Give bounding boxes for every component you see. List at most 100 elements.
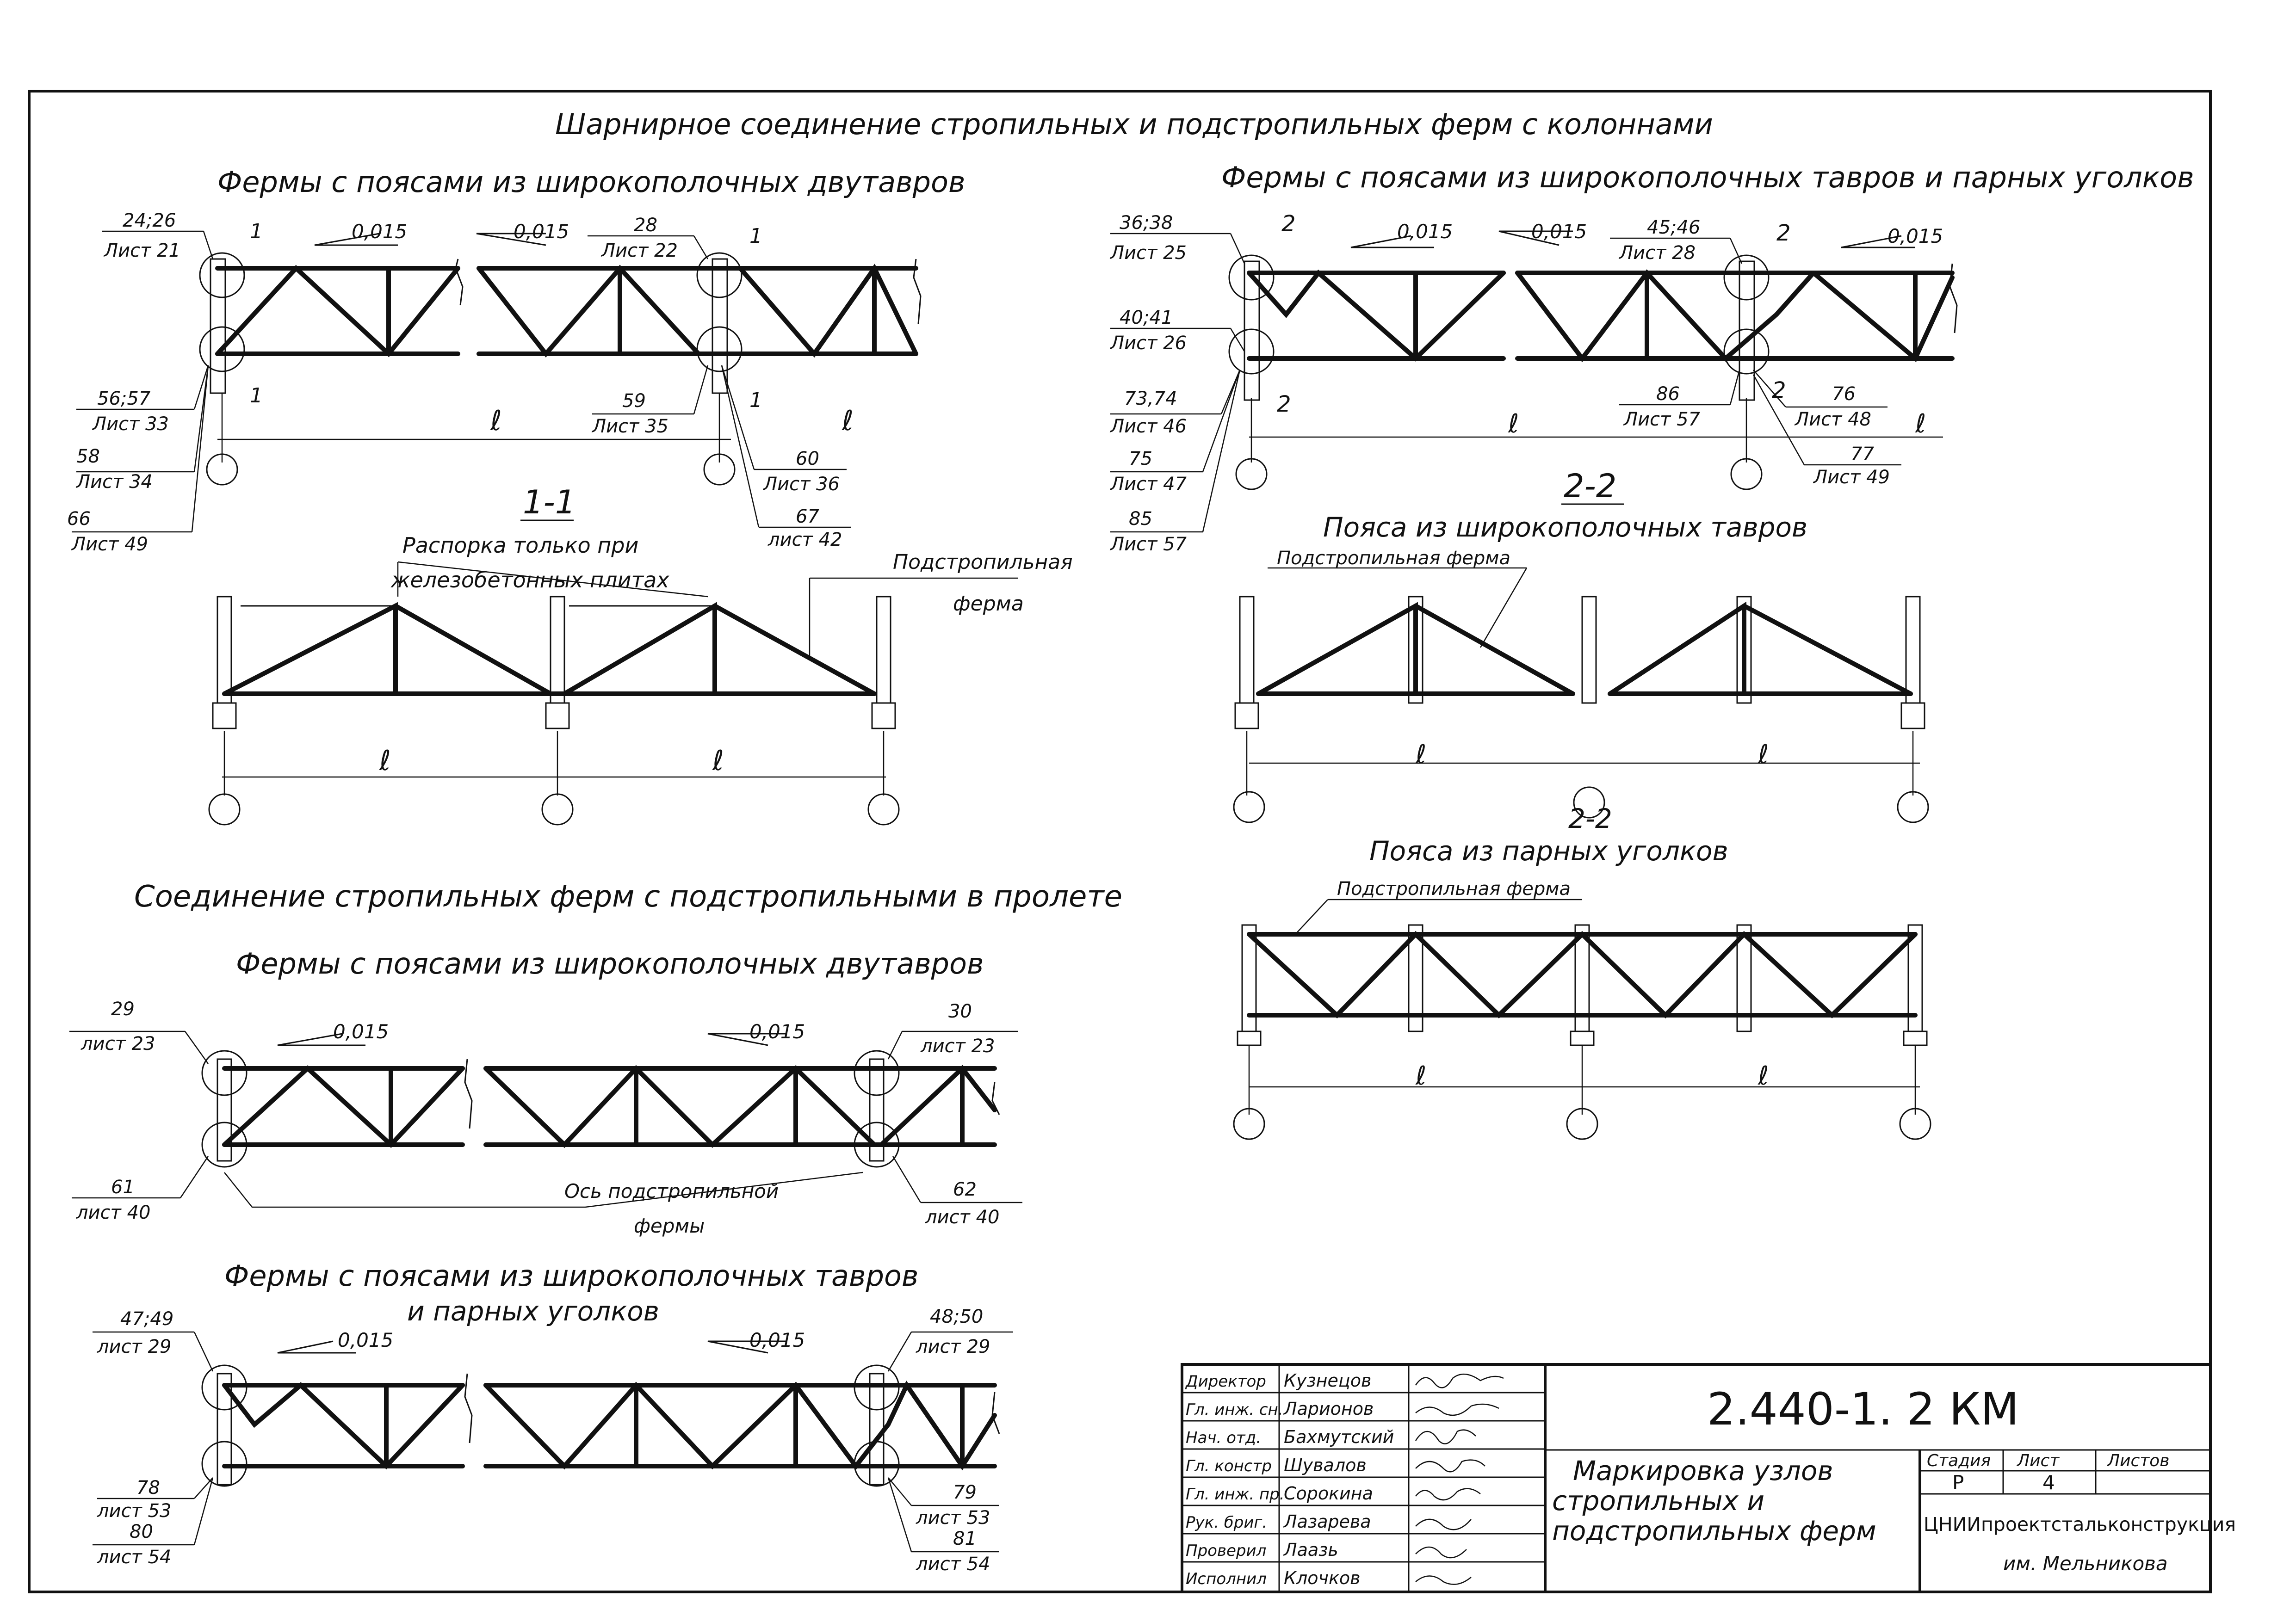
node-tag-text: 45;46 [1647, 217, 1700, 238]
slope-markers-c [277, 1033, 786, 1046]
node-tag-text: Лист 35 [591, 416, 668, 437]
name-1: Кузнецов [1284, 1370, 1371, 1391]
drawing-frame [28, 90, 2212, 1593]
node-number: 2 [1776, 220, 1791, 246]
node-tag-text: лист 53 [97, 1500, 171, 1522]
node-tag-text: 30 [948, 1001, 972, 1022]
sheets-header: Листов [2106, 1451, 2169, 1470]
slope-markers-d [277, 1340, 786, 1354]
name-8: Клочков [1284, 1568, 1361, 1588]
name-2: Ларионов [1283, 1399, 1374, 1419]
cut-2-2-label: 2-2 [1564, 467, 1616, 505]
node-tag-text: 29 [111, 999, 135, 1020]
node-tag-text: Лист 46 [1109, 416, 1187, 437]
node-tag-text: Лист 57 [1109, 534, 1187, 555]
node-tag-text: 79 [953, 1482, 977, 1503]
node-tag-text: лист 23 [920, 1036, 995, 1057]
slope-label: 0,015 [1397, 220, 1453, 243]
node-tag-text: 24;26 [123, 210, 176, 231]
node-tag-text: 56;57 [97, 388, 151, 409]
section-c-title: Соединение стропильных ферм с подстропил… [134, 880, 1122, 914]
org-subname: им. Мельникова [2003, 1552, 2168, 1575]
node-tag-text: лист 40 [76, 1202, 150, 1223]
sub-truss-label-1: Подстропильная [893, 550, 1073, 574]
role-7: Проверил [1186, 1542, 1266, 1560]
node-tag-text: 73,74 [1124, 388, 1177, 409]
slope-label: 0,015 [749, 1020, 805, 1043]
node-tag-text: лист 54 [916, 1554, 990, 1575]
sub-truss-label-2: ферма [953, 592, 1024, 616]
span-label: ℓ [1758, 1061, 1769, 1091]
sheet-header: Лист [2016, 1451, 2060, 1470]
slope-label: 0,015 [338, 1329, 393, 1351]
node-tag-text: 47;49 [120, 1308, 173, 1330]
name-5: Сорокина [1284, 1483, 1373, 1504]
node-tag-text: 76 [1832, 383, 1856, 405]
slope-label: 0,015 [1531, 220, 1587, 243]
node-tag-text: лист 29 [97, 1336, 171, 1357]
drawing-desc-1: Маркировка узлов [1573, 1455, 1833, 1486]
name-3: Бахмутский [1284, 1427, 1394, 1447]
span-label: ℓ [1415, 1061, 1426, 1091]
node-number: 1 [250, 384, 263, 407]
node-tag-text: 77 [1850, 444, 1874, 465]
node-tag-text: 62 [953, 1179, 977, 1200]
strut-label-2: железобетонных плитах [390, 567, 669, 592]
stage-header: Стадия [1927, 1451, 1991, 1470]
node-tag-text: Лист 47 [1109, 474, 1187, 495]
span-label: ℓ [712, 745, 724, 777]
node-tag-text: 59 [622, 390, 646, 412]
span-label: ℓ [1415, 740, 1426, 770]
section-b-title: Фермы с поясами из широкополочных тавров… [1221, 160, 2194, 194]
node-tag-text: лист 42 [767, 529, 842, 550]
truss-c [201, 1050, 1000, 1208]
section-c1-title: Фермы с поясами из широкополочных двутав… [236, 947, 984, 981]
role-1: Директор [1185, 1372, 1266, 1391]
sheet-value: 4 [2042, 1471, 2055, 1494]
section-2-2b-subtitle: Пояса из парных уголков [1369, 835, 1728, 867]
drawing-desc-2: стропильных и [1552, 1485, 1764, 1517]
node-tag-text: 61 [111, 1177, 135, 1198]
node-tag-text: 36;38 [1120, 212, 1173, 234]
section-2-2b [1233, 899, 1931, 1140]
node-tag-text: Лист 26 [1109, 333, 1187, 354]
node-tag-text: 28 [634, 215, 657, 236]
node-tag-text: лист 40 [925, 1207, 999, 1228]
node-tag-text: Лист 21 [103, 240, 180, 261]
node-tag-text: 81 [953, 1528, 977, 1549]
role-8: Исполнил [1186, 1570, 1267, 1588]
role-3: Нач. отд. [1186, 1429, 1261, 1447]
truss-a [199, 252, 922, 486]
slope-label: 0,015 [1888, 225, 1943, 247]
node-tag-text: 40;41 [1120, 307, 1173, 328]
node-tag-text: 75 [1129, 448, 1152, 469]
span-label: ℓ [490, 405, 502, 437]
node-tag-text: 80 [130, 1521, 153, 1542]
node-tag-text: Лист 48 [1794, 409, 1871, 430]
node-tag-text: Лист 49 [1813, 467, 1890, 488]
span-label: ℓ [379, 745, 391, 777]
title-block: Директор Гл. инж. сн. Нач. отд. Гл. конс… [1181, 1363, 2236, 1593]
node-number: 1 [749, 224, 762, 248]
node-tag-text: Лист 25 [1109, 242, 1187, 264]
signatures [1415, 1373, 1504, 1585]
axis-sub-truss-2: фермы [634, 1215, 705, 1237]
cut-1-1-label: 1-1 [523, 483, 576, 521]
node-number: 1 [250, 220, 263, 243]
node-tag-text: лист 29 [916, 1336, 990, 1357]
slope-label: 0,015 [333, 1020, 389, 1043]
span-label: ℓ [842, 405, 854, 437]
node-tag-text: лист 53 [916, 1507, 990, 1529]
node-tag-text: 60 [796, 448, 819, 469]
span-label: ℓ [1758, 740, 1769, 770]
role-6: Рук. бриг. [1186, 1513, 1267, 1532]
node-tag-text: 78 [136, 1477, 160, 1499]
drawing-desc-3: подстропильных ферм [1552, 1515, 1876, 1547]
node-tag-text: Лист 33 [92, 413, 169, 435]
name-7: Лаазь [1283, 1540, 1338, 1560]
node-tag-text: 86 [1656, 383, 1680, 405]
slope-label: 0,015 [749, 1329, 805, 1351]
